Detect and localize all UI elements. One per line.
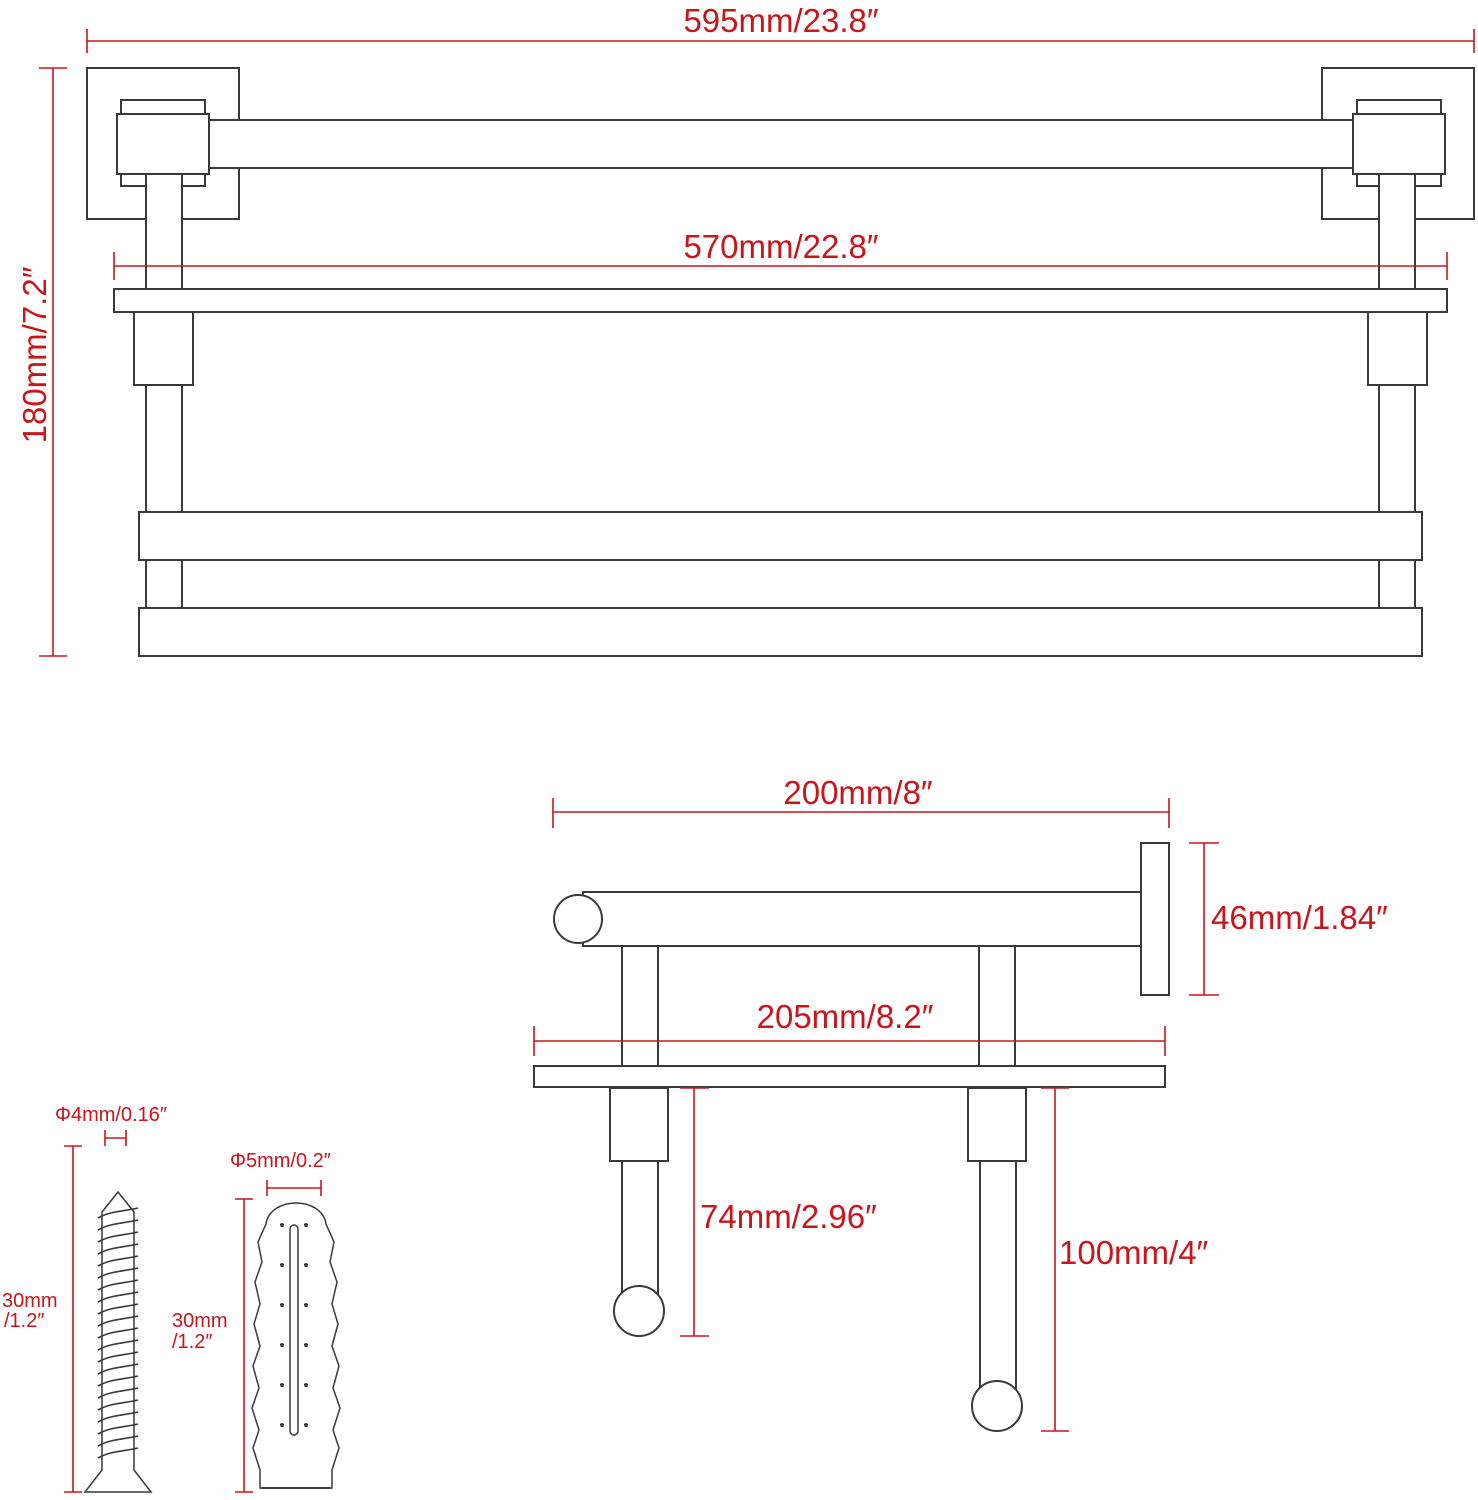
anchor-dots	[280, 1223, 308, 1427]
anchor-dot	[304, 1223, 308, 1227]
anchor-diameter-dimension: Φ5mm/0.2″	[230, 1150, 331, 1196]
front-view: 595mm/23.8″ 570mm/22.8″ 180mm/7.2″	[16, 2, 1475, 657]
anchor-slot	[289, 1224, 299, 1436]
screw-thread	[97, 1243, 139, 1255]
screw-thread	[97, 1387, 139, 1399]
screw-thread	[97, 1423, 139, 1435]
mount-height-label: 46mm/1.84″	[1211, 899, 1388, 936]
upper-towel-bar	[138, 511, 1423, 561]
anchor-dot	[304, 1263, 308, 1267]
anchor-dot	[280, 1423, 284, 1427]
shelf-width-label: 570mm/22.8″	[683, 228, 878, 265]
anchor-length-label-line1: 30mm	[172, 1310, 228, 1332]
screw-thread	[97, 1339, 139, 1351]
rear-bar-drop-label: 100mm/4″	[1059, 1234, 1209, 1271]
lower-towel-bar	[138, 607, 1423, 657]
anchor-dot	[280, 1263, 284, 1267]
shelf-width-dimension: 570mm/22.8″	[113, 228, 1448, 280]
rear-towel-bar-end	[971, 1380, 1023, 1432]
left-sleeve	[133, 311, 194, 386]
shelf-depth-label: 205mm/8.2″	[757, 998, 934, 1035]
screw-thread	[97, 1411, 139, 1423]
side-front-post	[621, 945, 659, 1067]
side-top-rail	[582, 891, 1142, 947]
screw-thread	[97, 1255, 139, 1267]
top-rail	[204, 119, 1358, 169]
wall-anchor: Φ5mm/0.2″ 30mm /1.2″	[172, 1150, 341, 1493]
screw-thread	[97, 1363, 139, 1375]
screw-body	[83, 1190, 153, 1493]
mount-height-dimension: 46mm/1.84″	[1189, 842, 1388, 996]
side-rear-post	[978, 945, 1016, 1067]
right-sleeve	[1367, 311, 1428, 386]
anchor-dot	[280, 1303, 284, 1307]
front-bar-drop-dimension: 74mm/2.96″	[680, 1087, 877, 1337]
screw-thread	[97, 1327, 139, 1339]
screw-thread	[97, 1303, 139, 1315]
screw-thread	[97, 1447, 139, 1459]
screw-length-label-line1: 30mm	[2, 1290, 58, 1312]
screw: Φ4mm/0.16″ 30mm /1.2″	[2, 1104, 167, 1493]
anchor-diameter-label: Φ5mm/0.2″	[230, 1150, 331, 1172]
depth-dimension: 200mm/8″	[552, 774, 1170, 828]
anchor-dot	[280, 1343, 284, 1347]
shelf-depth-dimension: 205mm/8.2″	[533, 998, 1166, 1056]
anchor-length-dimension: 30mm /1.2″	[172, 1198, 253, 1493]
screw-thread	[97, 1435, 139, 1447]
screw-threads	[97, 1207, 139, 1459]
side-wall-plate	[1140, 842, 1170, 996]
screw-thread	[97, 1231, 139, 1243]
side-shelf-plate	[533, 1065, 1166, 1088]
side-rear-sleeve	[967, 1087, 1027, 1162]
screw-length-dimension: 30mm /1.2″	[2, 1145, 82, 1493]
anchor-dot	[280, 1383, 284, 1387]
screw-thread	[97, 1207, 139, 1219]
front-towel-bar-end	[613, 1285, 665, 1337]
screw-thread	[97, 1291, 139, 1303]
left-bracket-block	[116, 113, 210, 175]
depth-label: 200mm/8″	[783, 774, 933, 811]
anchor-length-label-line2: /1.2″	[172, 1331, 212, 1353]
anchor-dot	[280, 1223, 284, 1227]
screw-thread	[97, 1267, 139, 1279]
top-rail-end-cap	[553, 894, 603, 944]
side-view: 200mm/8″ 205mm/8.2″ 46mm/1.84″ 74mm/2.96…	[533, 774, 1388, 1432]
screw-thread	[97, 1315, 139, 1327]
rear-bar-drop-dimension: 100mm/4″	[1041, 1087, 1209, 1432]
anchor-dot	[304, 1423, 308, 1427]
height-dimension: 180mm/7.2″	[16, 67, 67, 657]
screw-thread	[97, 1219, 139, 1231]
anchor-dot	[304, 1303, 308, 1307]
overall-width-dimension: 595mm/23.8″	[86, 2, 1475, 53]
side-front-sleeve	[609, 1087, 669, 1162]
screw-thread	[97, 1279, 139, 1291]
screw-thread	[97, 1399, 139, 1411]
anchor-dot	[304, 1383, 308, 1387]
overall-width-label: 595mm/23.8″	[683, 2, 878, 39]
front-bar-drop-label: 74mm/2.96″	[700, 1198, 877, 1235]
right-bracket-block	[1352, 113, 1446, 175]
screw-diameter-dimension: Φ4mm/0.16″	[55, 1104, 167, 1146]
rear-bar-arm	[979, 1160, 1017, 1407]
screw-thread	[97, 1375, 139, 1387]
screw-thread	[97, 1351, 139, 1363]
height-label: 180mm/7.2″	[16, 266, 53, 443]
screw-length-label-line2: /1.2″	[4, 1310, 44, 1332]
anchor-dot	[304, 1343, 308, 1347]
screw-diameter-label: Φ4mm/0.16″	[55, 1104, 167, 1126]
shelf-plate	[113, 288, 1448, 313]
